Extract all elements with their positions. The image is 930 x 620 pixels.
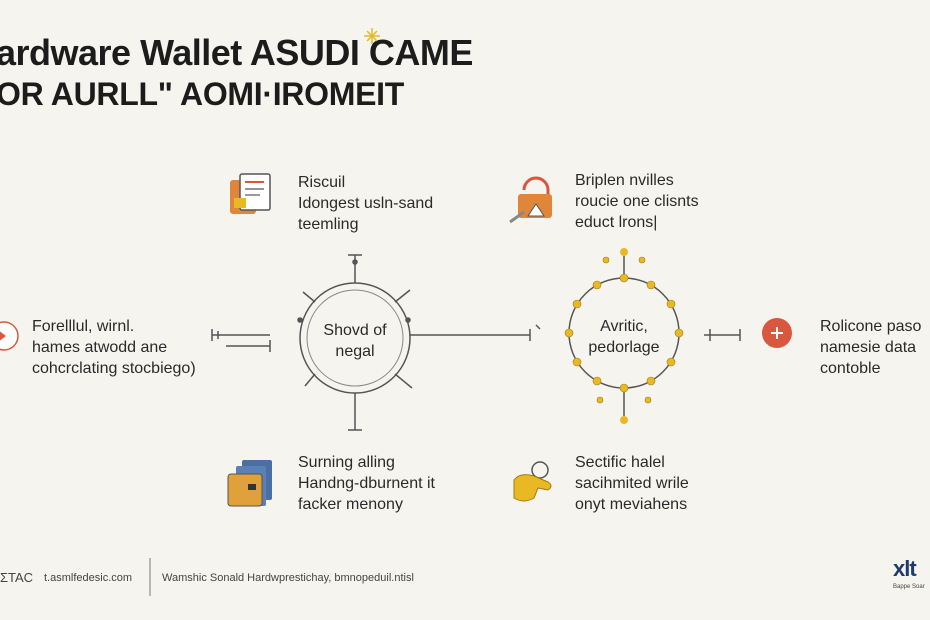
node-label-line: Briplen nvilles: [575, 172, 674, 189]
connector-middle: [410, 324, 541, 341]
shield-warning-icon: [0, 321, 19, 351]
footer-code: ΣTAC: [0, 570, 34, 585]
node-label-line: Idongest usln-sand: [298, 195, 434, 212]
node-label-line: Riscuil: [298, 174, 346, 191]
node-label-line: namesie data: [820, 339, 917, 356]
node-label-bottom-right: Sectific halel sacihmited wrile onyt mev…: [575, 452, 689, 515]
title-line-2-b: AOMI·IROMEIT: [180, 76, 404, 112]
storage-device-icon: [227, 460, 272, 507]
node-label-top-left: Riscuil Idongest usln-sand teemling: [298, 172, 433, 235]
title-line-1: ardware Wallet ASUDI CAME: [0, 32, 473, 73]
node-label-line: Rolicone paso: [820, 318, 922, 335]
brand-logo: xlt: [893, 556, 917, 581]
hub-label-left: Shovd of negal: [308, 320, 402, 362]
node-label-left: Forelllul, wirnl. hames atwodd ane cohcr…: [32, 316, 196, 379]
node-label-top-right: Briplen nvilles roucie one clisnts educt…: [575, 170, 699, 233]
node-label-line: facker menony: [298, 496, 403, 513]
connector-right: [704, 329, 741, 341]
node-label-line: Forelllul, wirnl.: [32, 318, 135, 335]
node-label-line: teemling: [298, 216, 359, 233]
node-label-line: contoble: [820, 360, 881, 377]
brand-logo-subtitle: Bappe Soar: [893, 584, 925, 590]
node-label-line: Sectific halel: [575, 454, 665, 471]
node-label-bottom-left: Surning alling Handng-dburnent it facker…: [298, 452, 435, 515]
node-label-line: educt lrons|: [575, 214, 658, 231]
node-label-line: Handng-dburnent it: [298, 475, 435, 492]
hub-label-right: Avritic, pedorlage: [572, 316, 676, 358]
node-label-line: sacihmited wrile: [575, 475, 689, 492]
node-label-line: Surning alling: [298, 454, 395, 471]
hub-label-line: Shovd of: [323, 322, 387, 339]
hub-label-line: Avritic,: [600, 318, 648, 335]
node-label-line: cohcrclating stocbiego): [32, 360, 196, 377]
footer-site-link[interactable]: t.asmlfedesic.com: [44, 572, 133, 584]
connector-left: [211, 329, 271, 352]
hub-label-line: pedorlage: [588, 339, 660, 356]
node-label-line: onyt meviahens: [575, 496, 688, 513]
title-line-2: OR AURLL" AOMI·IROMEIT: [0, 76, 404, 113]
sparkle-icon: [364, 28, 380, 44]
alert-badge-icon: [762, 318, 792, 348]
hub-left: [297, 254, 413, 431]
node-label-right: Rolicone paso namesie data contoble: [820, 316, 921, 379]
hand-coin-icon: [513, 461, 552, 502]
title-line-2-a: OR AURLL": [0, 76, 173, 112]
footer-caption: Wamshic Sonald Hardwprestichay, bmnopedu…: [162, 572, 414, 584]
node-label-line: hames atwodd ane: [32, 339, 168, 356]
document-icon: [230, 173, 271, 214]
hub-label-line: negal: [335, 343, 375, 360]
lock-icon: [509, 176, 552, 224]
node-label-line: roucie one clisnts: [575, 193, 699, 210]
hub-right: [564, 248, 684, 424]
